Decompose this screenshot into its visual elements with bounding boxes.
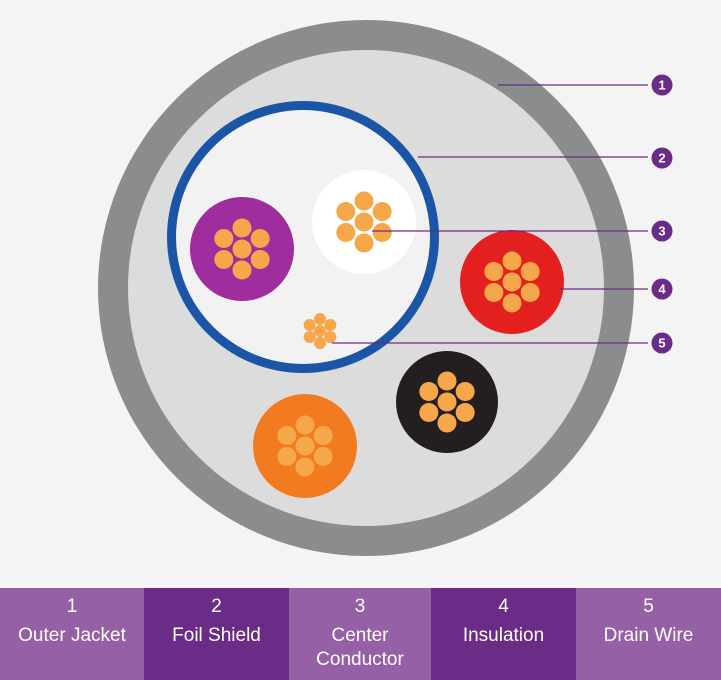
strand bbox=[303, 319, 316, 331]
strand bbox=[250, 250, 270, 269]
legend-number: 1 bbox=[66, 596, 78, 617]
legend-label: Center Conductor bbox=[316, 625, 404, 670]
strand bbox=[314, 325, 326, 337]
orange-conductor bbox=[253, 394, 357, 498]
marker-badge bbox=[651, 220, 673, 242]
marker-number: 5 bbox=[658, 336, 665, 351]
legend-label: Insulation bbox=[462, 625, 545, 646]
strand bbox=[502, 272, 522, 292]
strand bbox=[372, 223, 392, 242]
legend-number: 2 bbox=[211, 596, 222, 617]
white-conductor bbox=[312, 170, 416, 274]
strand bbox=[437, 392, 457, 412]
strand bbox=[484, 262, 504, 281]
strand bbox=[354, 191, 374, 211]
strand bbox=[455, 382, 475, 401]
strand bbox=[295, 415, 315, 435]
conductors-layer bbox=[190, 170, 564, 498]
legend-label: Drain Wire bbox=[603, 625, 694, 646]
strand bbox=[484, 283, 504, 302]
strand bbox=[232, 239, 252, 259]
marker-number: 4 bbox=[658, 282, 666, 297]
strand bbox=[277, 447, 297, 466]
marker-number: 3 bbox=[658, 224, 665, 239]
strand bbox=[324, 319, 337, 331]
cable-cross-section-diagram: 1 2 3 4 5 bbox=[98, 20, 673, 556]
marker-5: 5 bbox=[651, 332, 673, 354]
strand bbox=[520, 283, 540, 302]
strand bbox=[314, 337, 326, 349]
strand bbox=[324, 331, 337, 343]
strand bbox=[372, 202, 392, 221]
strand bbox=[314, 313, 326, 325]
strand bbox=[232, 218, 252, 238]
strand bbox=[295, 457, 315, 477]
strand bbox=[336, 223, 356, 242]
black-conductor bbox=[396, 351, 498, 453]
strand bbox=[437, 413, 457, 433]
strand bbox=[502, 293, 522, 313]
strand bbox=[354, 233, 374, 253]
strand bbox=[277, 426, 297, 445]
marker-2: 2 bbox=[651, 147, 673, 169]
marker-badge bbox=[651, 332, 673, 354]
marker-1: 1 bbox=[651, 74, 673, 96]
legend-label: Outer Jacket bbox=[18, 625, 126, 646]
strand bbox=[354, 212, 374, 232]
strand bbox=[303, 331, 316, 343]
strand bbox=[520, 262, 540, 281]
strand bbox=[419, 403, 439, 422]
strand bbox=[419, 382, 439, 401]
marker-badge bbox=[651, 147, 673, 169]
legend-label: Foil Shield bbox=[172, 625, 261, 646]
strand bbox=[313, 426, 333, 445]
leader-lines: 1 2 3 4 5 bbox=[332, 74, 673, 354]
purple-conductor bbox=[190, 197, 294, 301]
legend-number: 4 bbox=[498, 596, 509, 617]
strand bbox=[232, 260, 252, 280]
strand bbox=[250, 229, 270, 248]
marker-number: 1 bbox=[658, 78, 665, 93]
strand bbox=[437, 371, 457, 391]
marker-4: 4 bbox=[651, 278, 673, 300]
strand bbox=[455, 403, 475, 422]
legend-number: 5 bbox=[643, 596, 654, 617]
strand bbox=[313, 447, 333, 466]
strand bbox=[336, 202, 356, 221]
marker-3: 3 bbox=[651, 220, 673, 242]
strand bbox=[214, 229, 234, 248]
marker-badge bbox=[651, 74, 673, 96]
strand bbox=[214, 250, 234, 269]
marker-number: 2 bbox=[658, 151, 665, 166]
drain-wire bbox=[303, 313, 337, 349]
strand bbox=[295, 436, 315, 456]
legend-number: 3 bbox=[354, 596, 366, 617]
strand bbox=[502, 251, 522, 271]
marker-badge bbox=[651, 278, 673, 300]
red-conductor bbox=[460, 230, 564, 334]
